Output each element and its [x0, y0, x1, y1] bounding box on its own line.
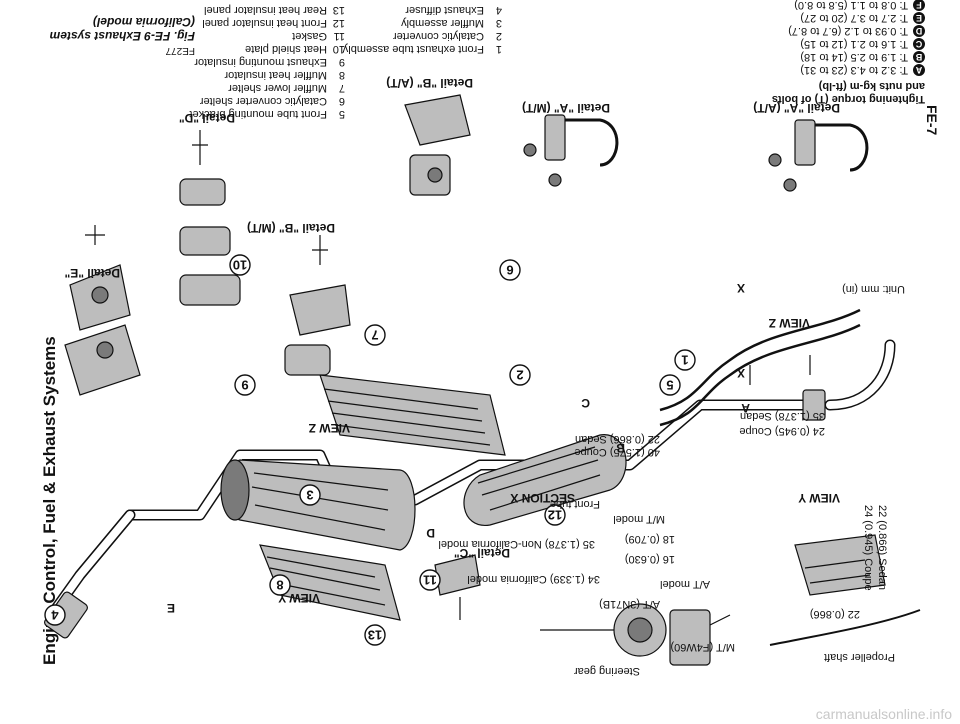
view-z-drawing — [659, 308, 861, 427]
detail-e-title: Detail "E" — [64, 266, 120, 280]
dim-z-sedan: 35 (1.378) Sedan — [739, 410, 825, 422]
rotated-page-content: Engine Control, Fuel & Exhaust Systems F… — [40, 0, 940, 677]
svg-text:3: 3 — [306, 488, 313, 503]
detail-d-drawing — [179, 130, 241, 306]
callout-2: 2 — [509, 364, 531, 386]
mt-f4w60-label: M/T (F4W60) — [670, 641, 735, 653]
propeller-shaft-label: Propeller shaft — [824, 651, 895, 663]
callout-12: 12 — [544, 504, 566, 526]
callout-8: 8 — [269, 574, 291, 596]
arrow-c-label: C — [581, 396, 590, 410]
dim-mid-coupe: 40 (1.575) Coupe — [574, 446, 660, 458]
svg-text:1: 1 — [681, 353, 688, 368]
svg-text:8: 8 — [276, 578, 283, 593]
svg-text:6: 6 — [506, 263, 513, 278]
dim-16-label: 16 (0.630) — [624, 553, 675, 565]
detail-d-title: Detail "D" — [178, 111, 235, 125]
callout-6: 6 — [499, 259, 521, 281]
exhaust-diagram: 1 2 3 4 5 6 7 8 9 10 11 12 13 — [44, 94, 921, 666]
detail-c-drawing — [434, 554, 481, 620]
detail-b-mt-drawing — [284, 235, 351, 376]
callout-5: 5 — [659, 374, 681, 396]
arrow-d-label: D — [426, 526, 435, 540]
mt-model-label: M/T model — [613, 513, 665, 525]
dim-mid-sedan: 22 (0.866) Sedan — [574, 433, 660, 445]
x-marker-2: X — [736, 281, 745, 295]
callout-3: 3 — [299, 484, 321, 506]
detail-a-mt-drawing — [523, 114, 619, 187]
detail-a-at-drawing — [768, 119, 869, 192]
at-model-label: A/T model — [660, 578, 710, 590]
dim-18-label: 18 (0.709) — [624, 533, 675, 545]
section-x-drawing — [540, 603, 731, 666]
dim-z-vert-1: 22 (0.866) Sedan — [876, 505, 888, 591]
watermark-text: carmanualsonline.info — [815, 706, 952, 722]
svg-text:12: 12 — [548, 508, 562, 523]
arrow-e-label: E — [166, 601, 175, 615]
svg-text:2: 2 — [516, 368, 523, 383]
callout-11: 11 — [419, 569, 441, 591]
muffler-assembly — [220, 459, 416, 551]
svg-text:4: 4 — [51, 608, 59, 623]
callout-9: 9 — [234, 374, 256, 396]
svg-text:11: 11 — [423, 573, 437, 588]
svg-text:10: 10 — [233, 258, 247, 273]
callout-7: 7 — [364, 324, 386, 346]
detail-a-at-title: Detail "A" (A/T) — [753, 101, 840, 115]
dim-34-label: 34 (1.339) California model — [467, 573, 600, 585]
dim-z-coupe: 24 (0.945) Coupe — [739, 425, 825, 437]
view-z-label-mid: VIEW Z — [308, 421, 350, 435]
view-z-label-top: VIEW Z — [768, 316, 810, 330]
x-marker-1: X — [736, 366, 745, 380]
dim-z-vert-2: 24 (0.945) Coupe — [862, 505, 874, 591]
view-y-label-left: VIEW Y — [278, 591, 320, 605]
page-footer: carmanualsonline.info — [0, 705, 960, 724]
callout-13: 13 — [364, 624, 386, 646]
callout-10: 10 — [229, 254, 251, 276]
dim-35-label: 35 (1.378) Non-California model — [438, 538, 595, 550]
detail-e-drawing — [64, 225, 141, 396]
at-3n71b-label: A/T (3N71B) — [599, 598, 660, 610]
callout-4: 4 — [44, 604, 66, 626]
view-y-drawing — [769, 534, 921, 646]
catalytic-converter — [463, 434, 627, 526]
svg-text:5: 5 — [666, 378, 673, 393]
callout-1: 1 — [674, 349, 696, 371]
front-tube-label: Front tube — [549, 498, 600, 510]
svg-text:7: 7 — [371, 328, 378, 343]
steering-gear-label: Steering gear — [573, 665, 640, 677]
detail-a-mt-title: Detail "A" (M/T) — [521, 101, 610, 115]
detail-b-at-drawing — [404, 94, 471, 196]
detail-b-at-title: Detail "B" (A/T) — [386, 76, 473, 90]
svg-text:13: 13 — [368, 628, 382, 643]
svg-text:9: 9 — [241, 378, 248, 393]
dim-y: 22 (0.866) — [809, 608, 860, 620]
view-y-label-right: VIEW Y — [798, 491, 840, 505]
heat-insulator-panels — [259, 374, 506, 621]
detail-b-mt-title: Detail "B" (M/T) — [246, 221, 335, 235]
